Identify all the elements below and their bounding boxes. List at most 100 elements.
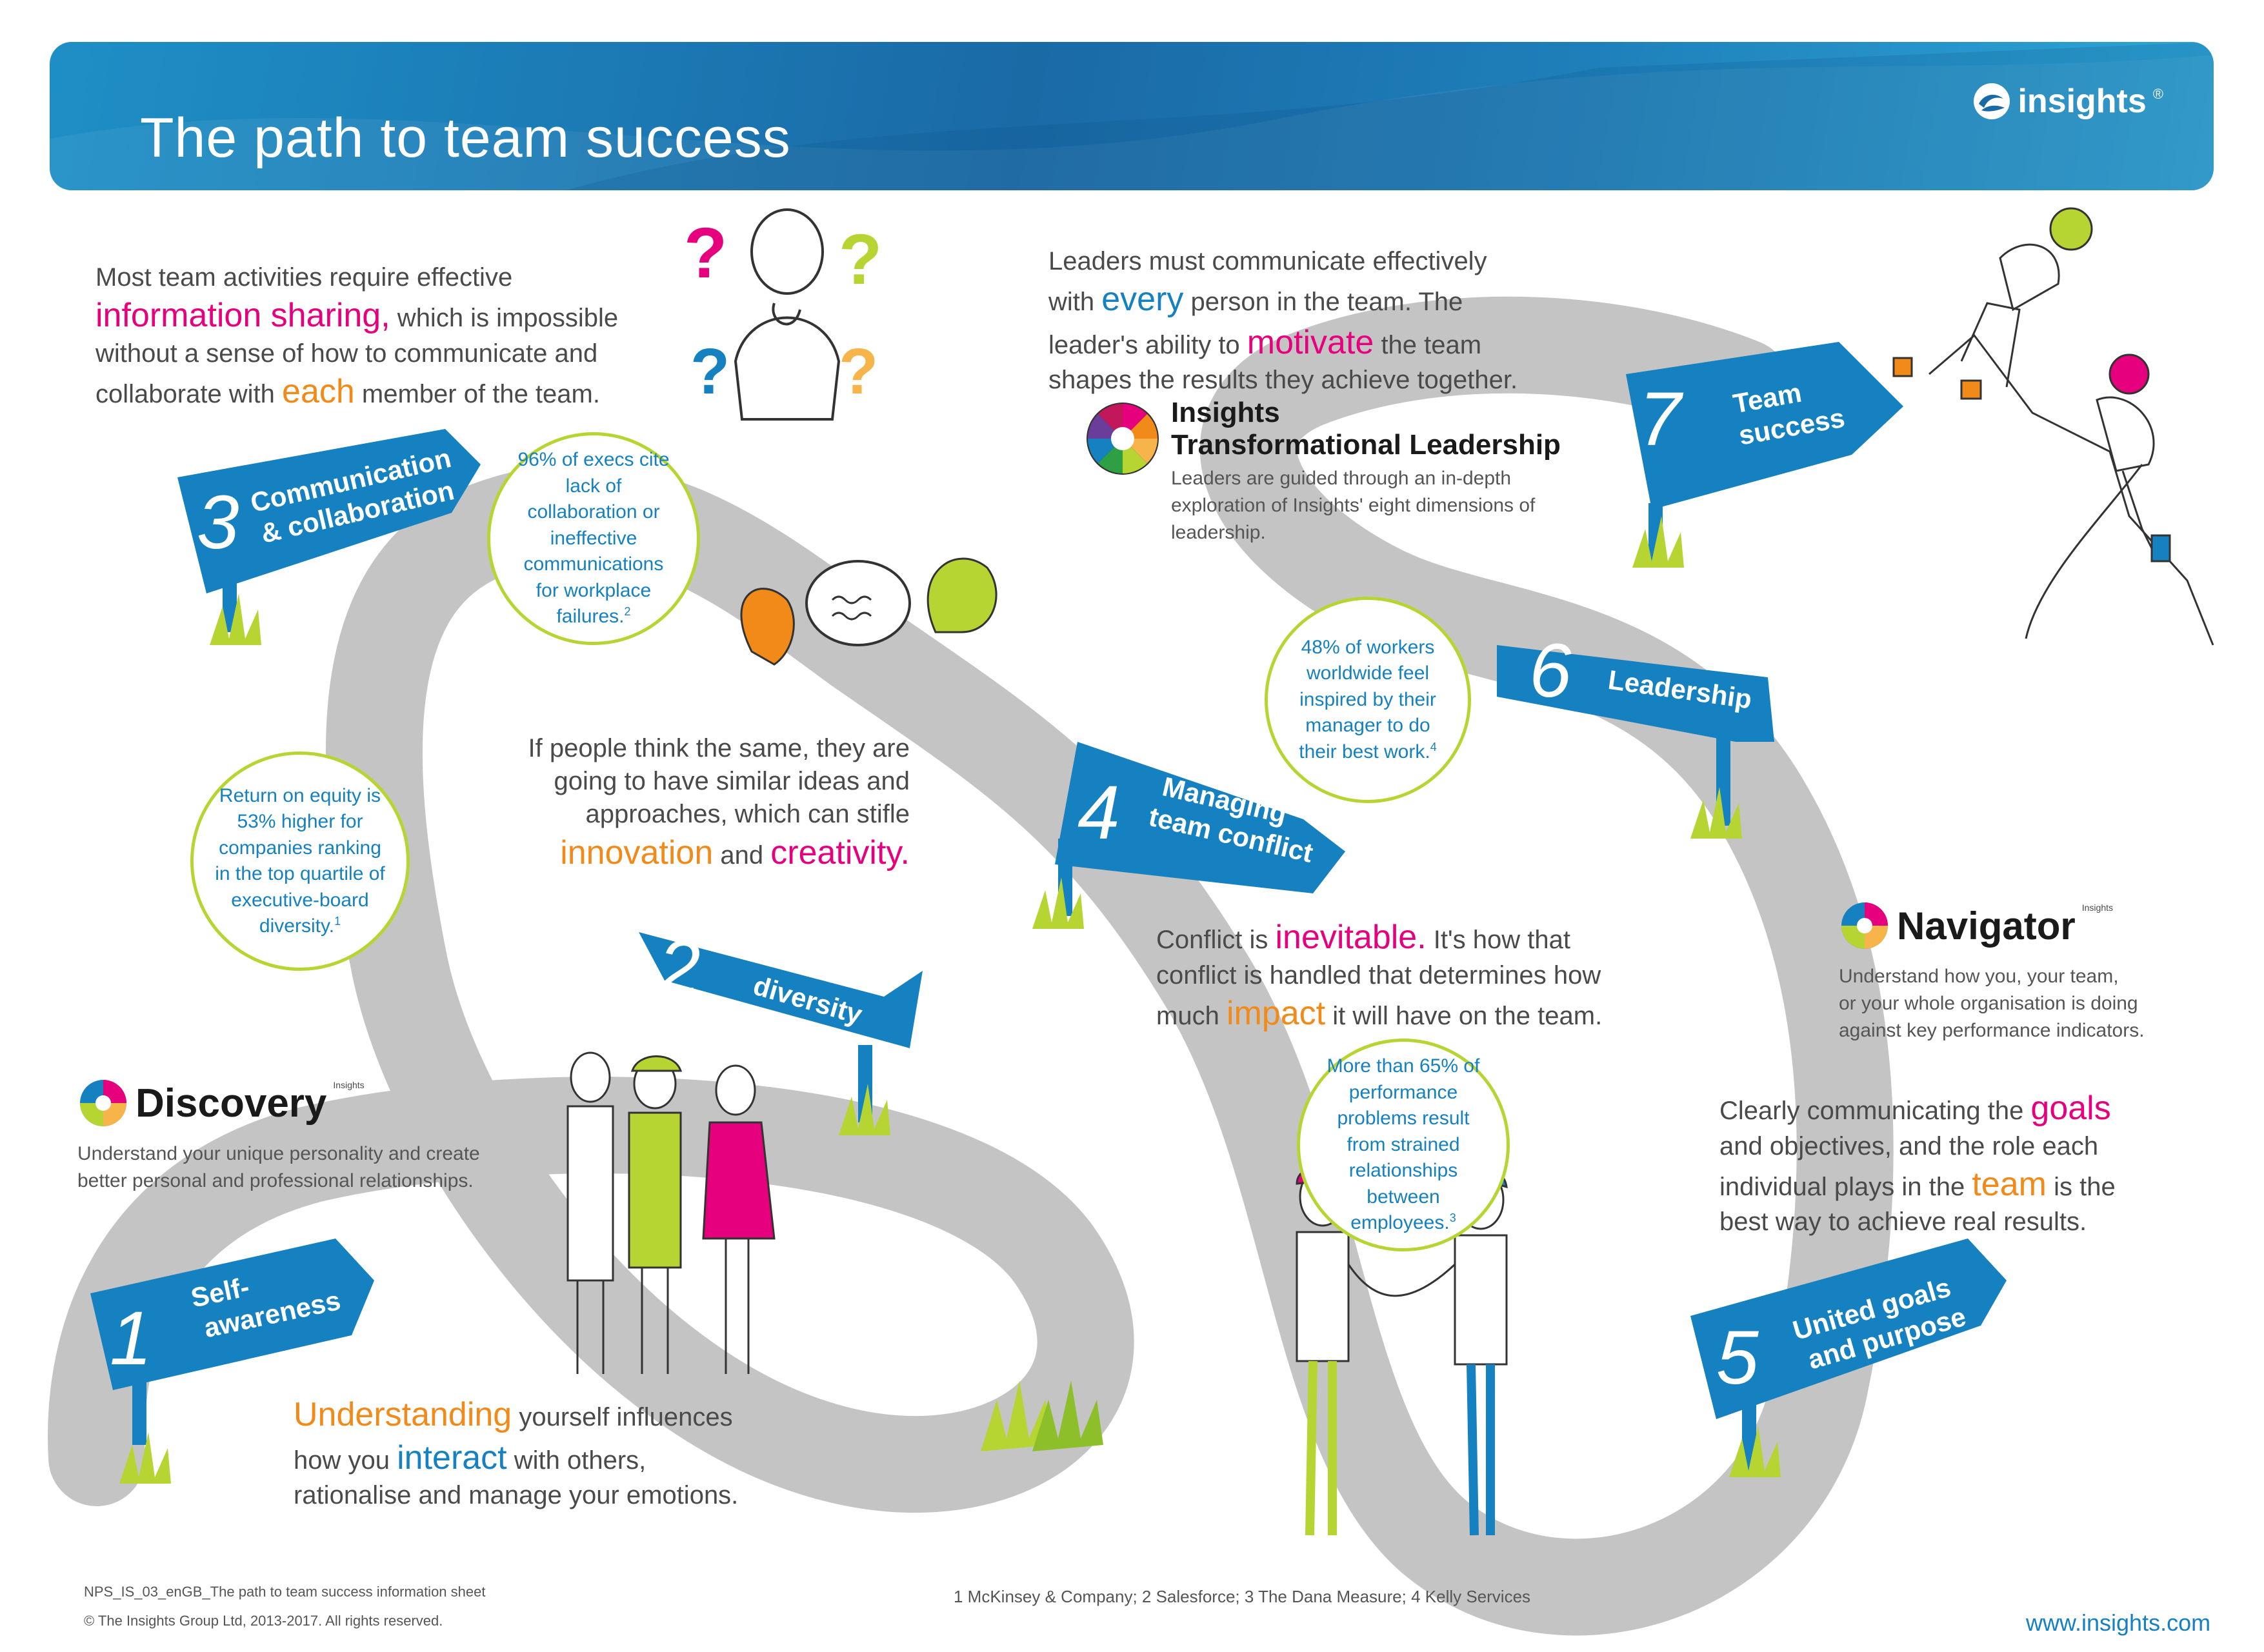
discovery-name: Discovery bbox=[135, 1080, 327, 1126]
sign-6-number: 6 bbox=[1529, 628, 1572, 713]
sign-1-number: 1 bbox=[110, 1296, 152, 1381]
question-mark-icon: ? bbox=[839, 335, 878, 408]
navigator-wheel-icon bbox=[1841, 902, 1888, 949]
insights-logo: insights ® bbox=[1972, 82, 2163, 121]
sign-step-2: 2 Team diversity bbox=[639, 925, 923, 1135]
sign-step-6: 6 Leadership bbox=[1497, 628, 1774, 839]
transformational-leadership-wheel-icon bbox=[1087, 403, 1159, 475]
copyright: © The Insights Group Ltd, 2013-2017. All… bbox=[84, 1613, 443, 1629]
text-line: individual plays in the bbox=[1719, 1172, 1972, 1201]
highlight-interact: interact bbox=[397, 1438, 507, 1477]
stat-text: 96% of execs cite lack of collaboration … bbox=[517, 449, 670, 628]
sign-2-number: 2 bbox=[657, 925, 701, 1010]
grass-tuft bbox=[1032, 1380, 1103, 1451]
highlight-team: team bbox=[1972, 1165, 2047, 1203]
question-mark-icon: ? bbox=[839, 220, 882, 299]
text-line: Understand how you, your team, bbox=[1839, 966, 2119, 987]
innovation-text: If people think the same, they are going… bbox=[516, 732, 910, 874]
text-line: member of the team. bbox=[354, 379, 600, 408]
goals-text: Clearly communicating the goals and obje… bbox=[1719, 1087, 2184, 1239]
question-mark-icon: ? bbox=[690, 335, 730, 408]
text-line: or your whole organisation is doing bbox=[1839, 993, 2138, 1014]
logo-text: insights bbox=[2018, 83, 2147, 120]
team-diversity-illustration bbox=[566, 1051, 776, 1374]
stat-footnote-ref: 4 bbox=[1430, 740, 1437, 753]
text-line: yourself influences bbox=[512, 1403, 733, 1431]
tl-description: Leaders are guided through an in-depth e… bbox=[1171, 465, 1623, 546]
insights-swirl-icon bbox=[1974, 83, 2010, 119]
text-line: and bbox=[713, 841, 771, 870]
highlight-motivate: motivate bbox=[1247, 323, 1374, 361]
text-line: which is impossible bbox=[390, 304, 619, 333]
sign-4-number: 4 bbox=[1077, 770, 1120, 855]
navigator-brand: Insights bbox=[2081, 902, 2113, 913]
text-line: exploration of Insights' eight dimension… bbox=[1171, 495, 1536, 516]
text-line: with others, bbox=[506, 1446, 646, 1475]
text-line: shapes the results they achieve together… bbox=[1048, 366, 1518, 395]
sign-5-number: 5 bbox=[1716, 1315, 1759, 1400]
highlight-every: every bbox=[1101, 281, 1184, 319]
climbers-illustration bbox=[1892, 207, 2214, 646]
highlight-information-sharing: information sharing, bbox=[95, 297, 390, 335]
text-line: the team bbox=[1374, 330, 1482, 359]
transformational-leadership-product: Insights Transformational Leadership Lea… bbox=[1171, 397, 1623, 546]
discovery-product: Discovery Insights Understand your uniqu… bbox=[77, 1077, 542, 1195]
stat-circle-performance: More than 65% of performance problems re… bbox=[1297, 1039, 1510, 1251]
sign-3-number: 3 bbox=[197, 480, 239, 565]
tl-name-line1: Insights bbox=[1171, 397, 1280, 428]
text-line: Understand your unique personality and c… bbox=[77, 1143, 480, 1164]
text-line: conflict is handled that determines how bbox=[1156, 960, 1601, 990]
stat-text: 48% of workers worldwide feel inspired b… bbox=[1299, 636, 1436, 762]
website-link[interactable]: www.insights.com bbox=[2026, 1609, 2211, 1636]
header-banner: The path to team success insights ® bbox=[50, 42, 2214, 190]
highlight-inevitable: inevitable. bbox=[1275, 919, 1427, 956]
text-line: much bbox=[1156, 1001, 1227, 1030]
text-line: collaborate with bbox=[95, 379, 283, 408]
text-line: leadership. bbox=[1171, 522, 1266, 543]
stat-text: More than 65% of performance problems re… bbox=[1327, 1055, 1480, 1234]
navigator-product: Navigator Insights Understand how you, y… bbox=[1839, 900, 2252, 1044]
highlight-creativity: creativity. bbox=[770, 833, 910, 871]
discovery-brand: Insights bbox=[333, 1080, 365, 1090]
question-mark-icon: ? bbox=[684, 214, 727, 293]
text-line: Leaders must communicate effectively bbox=[1048, 247, 1487, 275]
text-line: rationalise and manage your emotions. bbox=[294, 1481, 739, 1510]
header-waves bbox=[50, 42, 2214, 190]
sign-step-1: 1 Self- awareness bbox=[90, 1239, 374, 1484]
text-line: it will have on the team. bbox=[1325, 1001, 1603, 1030]
text-line: better personal and professional relatio… bbox=[77, 1170, 474, 1191]
highlight-understanding: Understanding bbox=[294, 1396, 512, 1433]
info-sharing-text: Most team activities require effective i… bbox=[95, 261, 708, 413]
highlight-each: each bbox=[282, 372, 355, 410]
discovery-description: Understand your unique personality and c… bbox=[77, 1140, 542, 1195]
text-line: approaches, which can stifle bbox=[585, 800, 910, 829]
stat-footnote-ref: 3 bbox=[1449, 1211, 1456, 1225]
sign-7-number: 7 bbox=[1639, 377, 1684, 462]
navigator-name: Navigator bbox=[1897, 904, 2076, 948]
conflict-text: Conflict is inevitable. It's how that co… bbox=[1156, 916, 1672, 1035]
text-line: how you bbox=[294, 1446, 397, 1475]
sources: 1 McKinsey & Company; 2 Salesforce; 3 Th… bbox=[954, 1587, 1531, 1606]
text-line: without a sense of how to communicate an… bbox=[95, 339, 598, 368]
highlight-goals: goals bbox=[2030, 1090, 2111, 1127]
page-title: The path to team success bbox=[140, 107, 791, 169]
navigator-description: Understand how you, your team, or your w… bbox=[1839, 963, 2252, 1044]
highlight-impact: impact bbox=[1226, 994, 1326, 1032]
text-line: Clearly communicating the bbox=[1719, 1097, 2031, 1125]
tl-name-line2: Transformational Leadership bbox=[1171, 429, 1561, 461]
text-line: leader's ability to bbox=[1048, 330, 1247, 359]
highlight-innovation: innovation bbox=[560, 833, 714, 871]
thinking-person-illustration bbox=[734, 208, 841, 421]
stat-circle-equity: Return on equity is 53% higher for compa… bbox=[190, 751, 410, 971]
stat-text: Return on equity is 53% higher for compa… bbox=[215, 784, 385, 937]
text-line: If people think the same, they are bbox=[528, 734, 910, 762]
leaders-text: Leaders must communicate effectively wit… bbox=[1048, 245, 1539, 397]
stat-footnote-ref: 1 bbox=[334, 915, 341, 928]
text-line: against key performance indicators. bbox=[1839, 1020, 2145, 1041]
text-line: Leaders are guided through an in-depth bbox=[1171, 468, 1512, 489]
text-line: and objectives, and the role each bbox=[1719, 1131, 2099, 1160]
stat-circle-workers: 48% of workers worldwide feel inspired b… bbox=[1265, 597, 1471, 803]
stat-circle-execs: 96% of execs cite lack of collaboration … bbox=[487, 432, 700, 645]
discovery-wheel-icon bbox=[80, 1080, 126, 1126]
